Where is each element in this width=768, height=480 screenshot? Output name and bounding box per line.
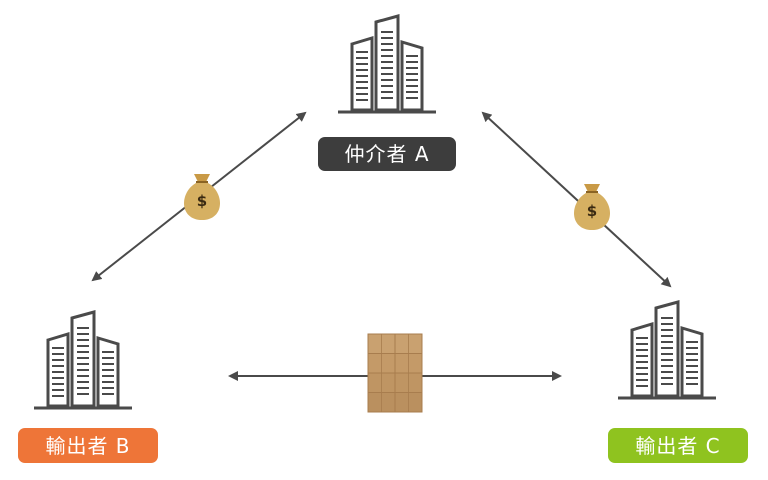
money-bag-icon-right: $ bbox=[573, 183, 611, 231]
svg-text:$: $ bbox=[197, 192, 207, 210]
cardboard-boxes-icon bbox=[367, 333, 423, 413]
label-intermediary-a: 仲介者 A bbox=[318, 137, 456, 171]
building-icon-b bbox=[32, 310, 134, 410]
arrow-a-c bbox=[481, 111, 672, 288]
building-icon-c bbox=[616, 300, 718, 400]
money-bag-icon-left: $ bbox=[183, 173, 221, 221]
svg-text:$: $ bbox=[587, 202, 597, 220]
label-exporter-b: 輸出者 B bbox=[18, 428, 158, 463]
svg-text:仲介者 A: 仲介者 A bbox=[344, 142, 429, 166]
building-icon-a bbox=[336, 14, 438, 114]
svg-text:輸出者 B: 輸出者 B bbox=[45, 434, 130, 458]
svg-text:輸出者 C: 輸出者 C bbox=[635, 434, 720, 458]
label-exporter-c: 輸出者 C bbox=[608, 428, 748, 463]
